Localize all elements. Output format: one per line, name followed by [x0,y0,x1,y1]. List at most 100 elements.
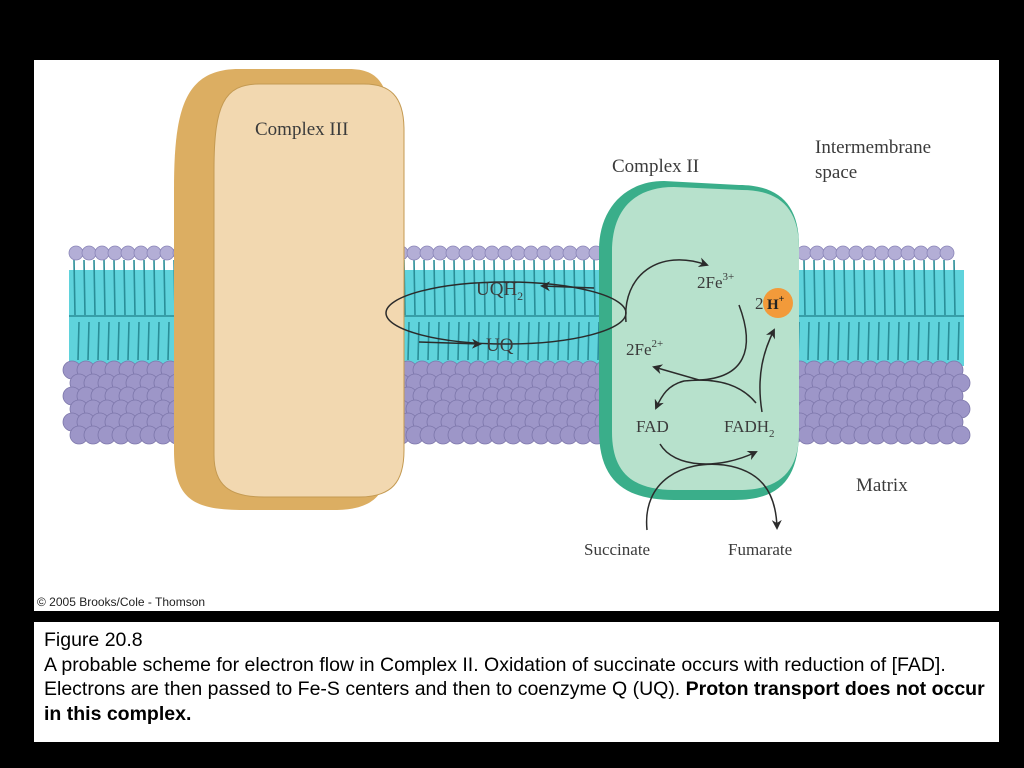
lipid-tail [97,321,100,361]
lipid-tail [863,259,866,316]
lipid-head [445,245,461,261]
lipid-tail [897,321,900,361]
lipid-tail [473,259,476,316]
lipid-tail [487,321,490,361]
lipid-tail [517,321,520,361]
lipid-head [848,245,864,261]
lipid-head [107,245,123,261]
lipid-tail [533,259,536,316]
lipid-tail [467,321,470,361]
lipid-head [68,245,84,261]
lipid-tail [133,259,136,316]
lipid-tail [453,259,456,316]
lipid-head [120,245,136,261]
lipid-tail [93,259,96,316]
complex-iii-face [213,83,405,498]
lipid-head [146,245,162,261]
lipid-head [497,245,513,261]
lipid-tail [77,321,80,361]
lipid-tail [523,259,526,316]
lipid-tail [593,259,596,316]
lipid-head [900,245,916,261]
lipid-tail [923,259,926,316]
lipid-head [159,245,175,261]
lipid-tail [867,321,870,361]
lipid-head [536,245,552,261]
lipid-tail [813,259,816,316]
lipid-tail [417,321,420,361]
lipid-tail [893,259,896,316]
lipid-tail [527,321,530,361]
lipid-head [822,245,838,261]
complex-ii-label: Complex II [612,156,699,177]
lipid-head [861,245,877,261]
fadh2-to-proton-arrow [759,328,775,413]
lipid-tail [597,321,600,361]
lipid-head [471,245,487,261]
lipid-head [94,245,110,261]
copyright-notice: © 2005 Brooks/Cole - Thomson [37,595,206,609]
lipid-tail [823,259,826,316]
fe3-label: 2Fe3+ [697,271,734,292]
lipid-tail [837,321,840,361]
complex-ii-face [612,187,799,490]
lipid-tail [407,321,410,361]
lipid-tail [577,321,580,361]
uqh2-to-uq-arrow [418,338,482,349]
lipid-tail [137,321,140,361]
lipid-tail [513,259,516,316]
lipid-head [419,245,435,261]
uq-to-uqh2-arrow [540,281,595,292]
lipid-tail [443,259,446,316]
uqh2-label: UQH2 [476,279,523,303]
lipid-tail [493,259,496,316]
lipid-tail [887,321,890,361]
intermembrane-space-label: Intermembrane space [815,137,936,183]
lipid-head [458,245,474,261]
lipid-tail [117,321,120,361]
matrix-label: Matrix [856,475,908,496]
lipid-tail [933,259,936,316]
lipid-tail [857,321,860,361]
lipid-tail [937,321,940,361]
lipid-tail [507,321,510,361]
lipid-tail [123,259,126,316]
fe2-label: 2Fe2+ [626,338,663,359]
lipid-head [575,245,591,261]
lipid-head [951,425,971,445]
proton-coefficient-label: 2 [755,294,764,313]
lipid-tail [953,259,956,316]
lipid-head [887,245,903,261]
complex-ii-diagram: Complex III Complex II Intermembrane spa… [62,69,971,559]
lipid-tail [843,259,846,316]
lipid-tail [943,259,946,316]
lipid-tail [877,321,880,361]
proton-icon [763,288,793,318]
lipid-tail [907,321,910,361]
lipid-tail [817,321,820,361]
lipid-tail [423,259,426,316]
caption-text: A probable scheme for electron flow in C… [44,653,989,727]
lipid-head [939,245,955,261]
lipid-head [809,245,825,261]
lipid-tail [957,321,960,361]
lipid-tail [103,259,106,316]
lipid-tail [497,321,500,361]
lipid-tail [537,321,540,361]
lipid-tail [847,321,850,361]
caption-body: A probable scheme for electron flow in C… [44,653,946,701]
lipid-head [926,245,942,261]
lipid-tail [127,321,130,361]
lipid-tail [427,321,430,361]
lipid-tail [927,321,930,361]
lipid-head [562,245,578,261]
lipid-tail [113,259,116,316]
lipid-head [406,245,422,261]
lipid-head [796,245,812,261]
fumarate-label: Fumarate [728,540,792,559]
complex-ii-protein: Complex II [599,156,799,500]
lipid-head [835,245,851,261]
lipid-head [484,245,500,261]
figure-number: Figure 20.8 [44,629,143,651]
lipid-tail [83,259,86,316]
